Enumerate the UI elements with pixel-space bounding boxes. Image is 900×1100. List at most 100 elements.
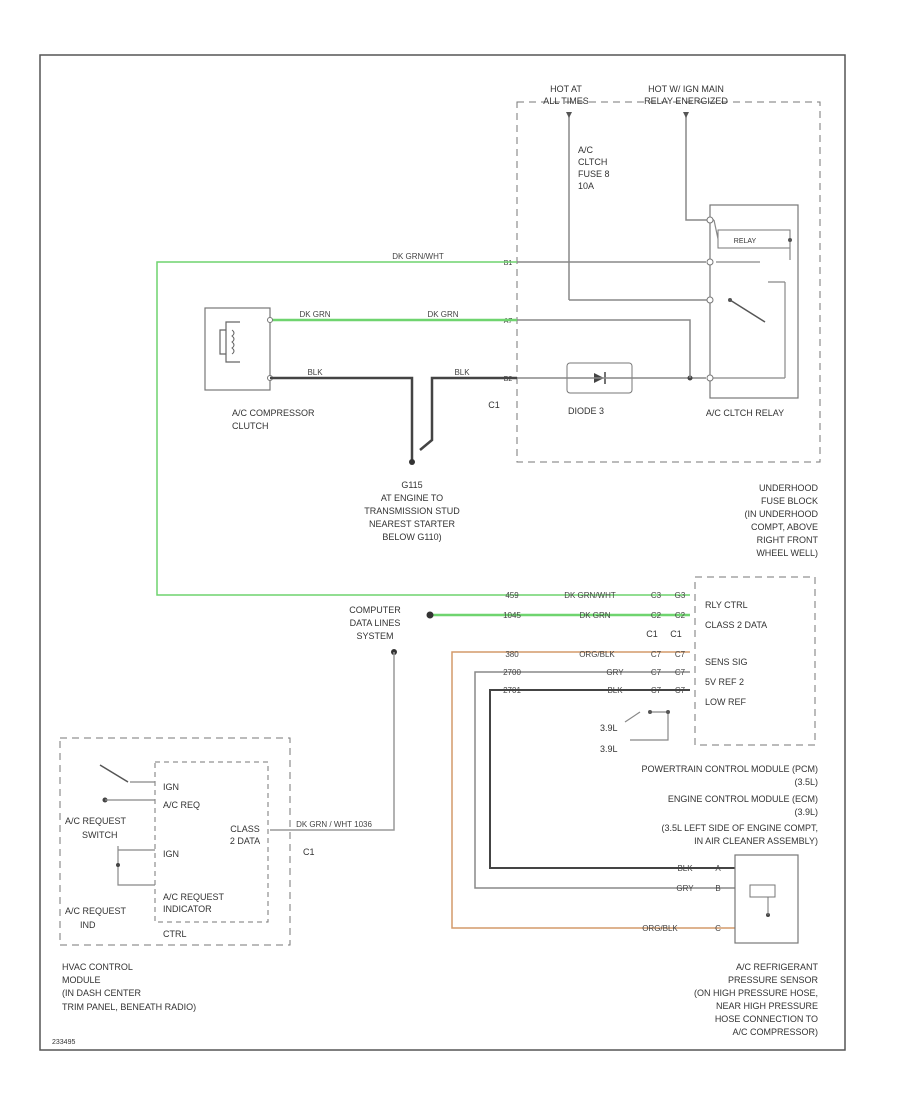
pcm-name-3: ENGINE CONTROL MODULE (ECM): [668, 794, 818, 804]
pcm-c-pin-3: C7: [651, 650, 662, 659]
ground-label-1: G115: [401, 480, 422, 490]
hvac-pin-ind-2: INDICATOR: [163, 904, 212, 914]
diode-label: DIODE 3: [568, 406, 604, 416]
hvac-inner: [154, 761, 269, 923]
wire-label-pcm-1: DK GRN/WHT: [564, 591, 616, 600]
pcm-name-1: POWERTRAIN CONTROL MODULE (PCM): [641, 764, 818, 774]
hvac-indicator-label-1: A/C REQUEST: [65, 906, 127, 916]
circuit-2701: 2701: [503, 686, 521, 695]
sensor-location-4: HOSE CONNECTION TO: [715, 1014, 818, 1024]
underhood-fuse-block: HOT AT ALL TIMES HOT W/ IGN MAIN RELAY E…: [488, 84, 821, 558]
pcm-name-5: (3.5L LEFT SIDE OF ENGINE COMPT,: [661, 823, 818, 833]
relay-name: A/C CLTCH RELAY: [706, 408, 784, 418]
clutch-label-1: A/C COMPRESSOR: [232, 408, 315, 418]
hvac-control-module: IGN A/C REQ IGN A/C REQUEST INDICATOR CT…: [59, 737, 315, 1012]
ground-label-4: NEAREST STARTER: [369, 519, 456, 529]
circuit-459: 459: [505, 591, 519, 600]
fuse-block-location-6: WHEEL WELL): [756, 548, 818, 558]
hvac-location-3: (IN DASH CENTER: [62, 988, 142, 998]
jumper-pin-1: [648, 710, 652, 714]
sensor-outline: [734, 854, 799, 944]
pressure-sensor: BLK GRY ORG/BLK A B C A/C REFRIGERANT PR…: [642, 854, 818, 1037]
pcm-g-pin-1: G3: [675, 591, 686, 600]
hvac-indicator-lamp: [116, 863, 120, 867]
jumper-pin-2: [666, 710, 670, 714]
pcm-g-pin-5: C7: [675, 686, 686, 695]
hvac-pin-ign-1: IGN: [163, 782, 179, 792]
pcm-connector-2: C1: [670, 629, 682, 639]
wire-label-sensor-3: ORG/BLK: [642, 924, 678, 933]
hvac-connector: C1: [303, 847, 315, 857]
wire-label-pcm-3: ORG/BLK: [579, 650, 615, 659]
relay-coil-label: RELAY: [734, 238, 757, 245]
pcm-c-pin-5: C7: [651, 686, 662, 695]
hvac-class2-2: 2 DATA: [230, 836, 260, 846]
relay-switch-pivot: [728, 298, 732, 302]
wire-label-pcm-2: DK GRN: [579, 611, 610, 620]
sensor-location-3: NEAR HIGH PRESSURE: [716, 1001, 818, 1011]
hvac-outline: [59, 737, 291, 946]
wire-dk-grn-wht-loop: [156, 261, 690, 596]
engine-jumper: [624, 711, 669, 741]
fuse-block-pin-3: B2: [504, 376, 513, 383]
ground-label-2: AT ENGINE TO: [381, 493, 443, 503]
relay-terminal-4: [706, 374, 714, 382]
pcm-pin-class2: CLASS 2 DATA: [705, 620, 767, 630]
fuse-block-location-1: UNDERHOOD: [759, 483, 819, 493]
hvac-location-4: TRIM PANEL, BENEATH RADIO): [62, 1002, 196, 1012]
relay-feed-arrow: [683, 112, 689, 118]
fuse-label-2: CLTCH: [578, 157, 607, 167]
relay-coil-left: [713, 219, 719, 240]
pcm-name-4: (3.9L): [794, 807, 818, 817]
sensor-pin-c: C: [715, 924, 721, 933]
wire-label-pcm-5: BLK: [607, 686, 623, 695]
pcm-g-pin-3: C7: [675, 650, 686, 659]
relay-switch-blade: [729, 299, 766, 323]
fuse-block-location-4: COMPT, ABOVE: [751, 522, 818, 532]
pcm-c-pin-4: C7: [651, 668, 662, 677]
ground-point: [409, 459, 415, 465]
engine-label-2: 3.9L: [600, 744, 618, 754]
wire-label-dk-grn-2: DK GRN: [427, 310, 458, 319]
hot-relay-label-2: RELAY ENERGIZED: [644, 96, 728, 106]
wire-blk-diode: [419, 376, 517, 451]
pcm-name-6: IN AIR CLEANER ASSEMBLY): [694, 836, 818, 846]
hvac-pin-ign-2: IGN: [163, 849, 179, 859]
wire-label-blk-1: BLK: [307, 368, 323, 377]
wire-org-blk: [451, 651, 735, 929]
clutch-coil-loops: [231, 329, 235, 355]
hvac-switch-label-1: A/C REQUEST: [65, 816, 127, 826]
pcm-pin-5v-ref: 5V REF 2: [705, 677, 744, 687]
circuit-2700: 2700: [503, 668, 521, 677]
wire-hvac-data: [270, 652, 395, 831]
fuse-block-location-5: RIGHT FRONT: [757, 535, 819, 545]
pcm-outline: [694, 576, 816, 746]
pcm-connector-1: C1: [646, 629, 658, 639]
fuse-block-pin-2: A7: [504, 318, 513, 325]
wire-label-hvac: DK GRN / WHT 1036: [296, 820, 372, 829]
wire-blk-low-ref: [489, 689, 735, 869]
circuit-380: 380: [505, 650, 519, 659]
diagram-frame: [39, 54, 846, 1051]
relay-coil-terminal: [788, 238, 792, 242]
hvac-pin-ind-1: A/C REQUEST: [163, 892, 225, 902]
wire-label-sensor-2: GRY: [676, 884, 694, 893]
pcm-pin-rly-ctrl: RLY CTRL: [705, 600, 748, 610]
sensor-location-2: (ON HIGH PRESSURE HOSE,: [694, 988, 818, 998]
hvac-location-1: HVAC CONTROL: [62, 962, 133, 972]
ground-label-3: TRANSMISSION STUD: [364, 506, 460, 516]
hot-relay-label-1: HOT W/ IGN MAIN: [648, 84, 724, 94]
ac-compressor-clutch: A/C COMPRESSOR CLUTCH: [204, 307, 315, 431]
circuit-1045: 1045: [503, 611, 521, 620]
diagram-code: 233495: [52, 1039, 75, 1046]
control-module: RLY CTRL CLASS 2 DATA SENS SIG 5V REF 2 …: [426, 576, 818, 929]
wire-label-pcm-4: GRY: [606, 668, 624, 677]
sensor-location-5: A/C COMPRESSOR): [732, 1027, 818, 1037]
clutch-coil-icon: [219, 321, 240, 363]
pcm-g-pin-4: C7: [675, 668, 686, 677]
sensor-pin-b: B: [715, 884, 720, 893]
hvac-class2-1: CLASS: [230, 824, 260, 834]
data-lines-label-1: COMPUTER: [349, 605, 401, 615]
relay-terminal-1: [706, 216, 714, 224]
